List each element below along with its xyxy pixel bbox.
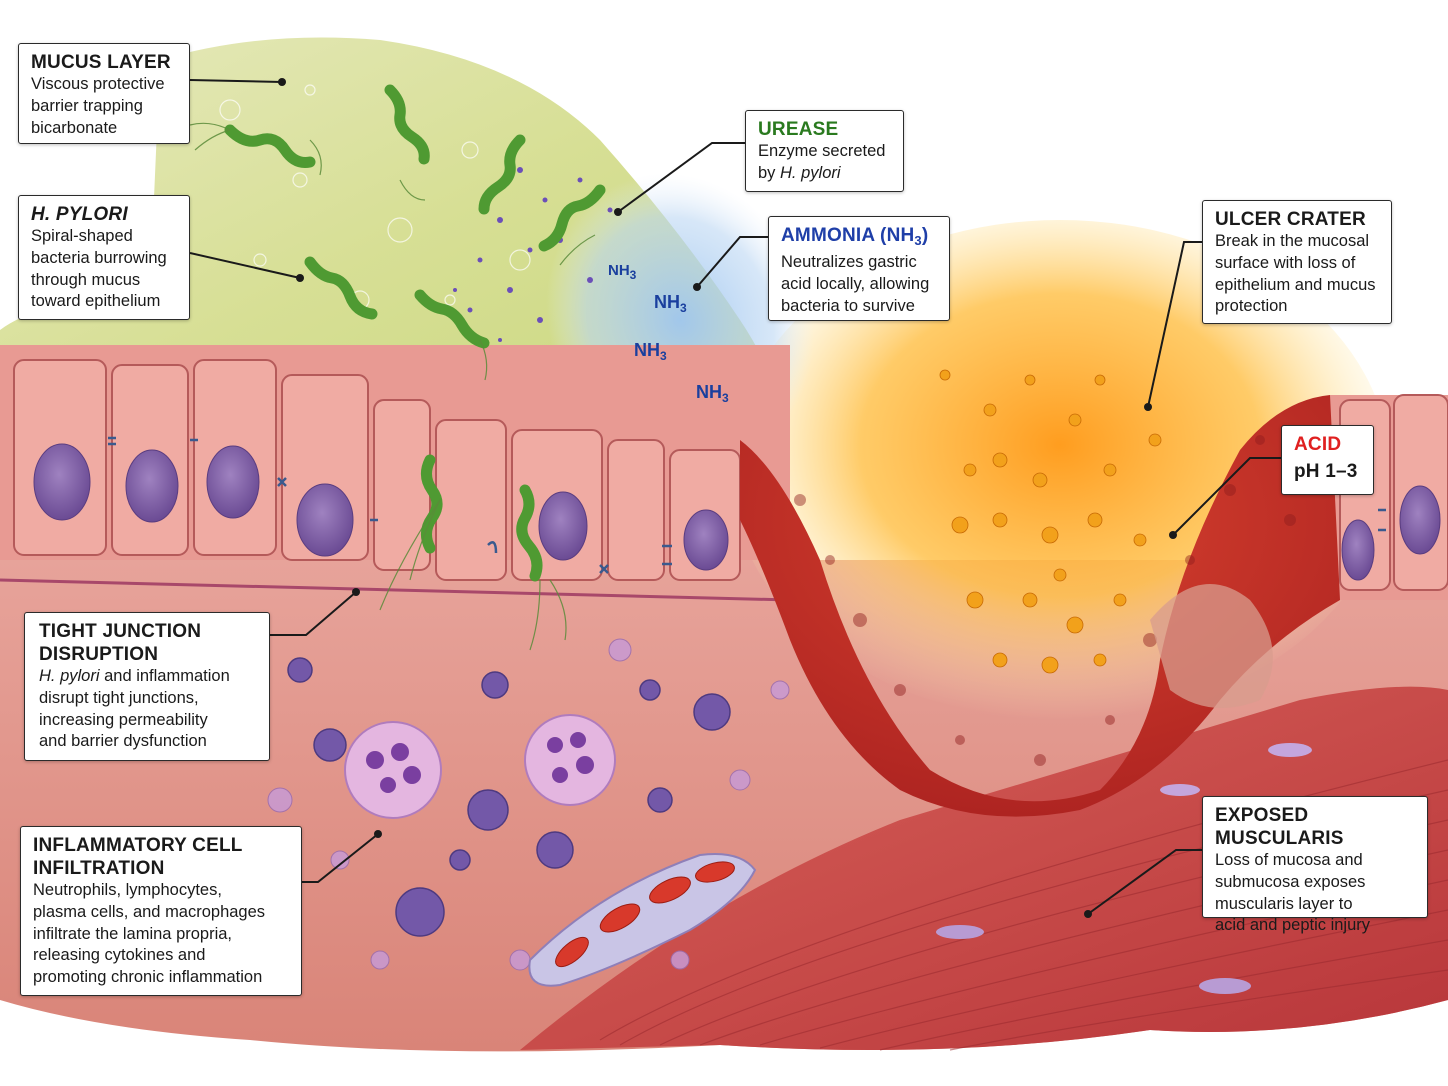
tight-junction-markers [108, 436, 1386, 574]
callout-text: and barrier dysfunction [39, 732, 207, 751]
callout-title: UREASE [758, 119, 839, 140]
callout-text: through mucus [31, 270, 141, 289]
muscle-nucleus [936, 925, 984, 939]
callout-title: EXPOSED MUSCULARIS [1215, 805, 1344, 849]
leader-inflammatory [302, 833, 379, 883]
basement-membrane [0, 578, 791, 602]
leader-ulcer [1147, 241, 1202, 408]
callout-text: releasing cytokines and [33, 946, 206, 965]
callout-text: promoting chronic inflammation [33, 968, 263, 987]
callout-inflammatory-infiltration: INFLAMMATORY CELL INFILTRATION Neutrophi… [20, 826, 302, 996]
leader-muscularis [1087, 849, 1202, 915]
callout-title: ULCER CRATER [1215, 209, 1366, 230]
blood-vessel-icon [528, 853, 757, 987]
callout-text: by H. pylori [758, 163, 841, 182]
callout-exposed-muscularis: EXPOSED MUSCULARIS Loss of mucosa and su… [1202, 796, 1428, 934]
muscle-nucleus [1160, 784, 1200, 796]
muscularis-layer [520, 686, 1448, 1050]
callout-text: Loss of mucosa and [1215, 851, 1363, 869]
h-pylori-bacterium-icon [224, 84, 606, 582]
callout-text: epithelium and mucus [1215, 275, 1376, 294]
callout-text: Spiral-shaped [31, 227, 133, 245]
callout-mucus-layer: MUCUS LAYER Viscous protective barrier t… [18, 43, 190, 144]
callout-text: Neutralizes gastric [781, 253, 917, 271]
epithelium [0, 345, 1448, 602]
bacterial-flagella [189, 122, 596, 651]
nucleus-icon [33, 443, 1441, 581]
leader-acid [1172, 457, 1281, 536]
callout-text: Neutrophils, lymphocytes, [33, 881, 222, 899]
callout-title: AMMONIA (NH3) [781, 225, 929, 248]
nh3-label: NH3 [634, 340, 667, 363]
callout-text: bacteria burrowing [31, 248, 167, 267]
callout-tight-junction: TIGHT JUNCTION DISRUPTION H. pylori and … [24, 612, 270, 761]
callout-title: MUCUS LAYER [31, 52, 171, 73]
callout-text: muscularis layer to [1215, 894, 1353, 913]
ulcer-crater [740, 395, 1340, 817]
nh3-label: NH3 [654, 292, 687, 315]
callout-ulcer-crater: ULCER CRATER Break in the mucosal surfac… [1202, 200, 1392, 324]
callout-text: barrier trapping [31, 96, 143, 115]
leader-dots [278, 78, 1177, 918]
callout-text: acid and peptic injury [1215, 916, 1371, 935]
callout-title: INFILTRATION [33, 858, 165, 879]
leader-lines [189, 79, 1281, 915]
callout-text: H. pylori and inflammation [39, 667, 230, 685]
callout-text: Break in the mucosal [1215, 232, 1370, 250]
necrotic-wall [1150, 584, 1273, 708]
callout-acid: ACID pH 1–3 [1281, 425, 1374, 495]
callout-text: submucosa exposes [1215, 872, 1366, 891]
callout-text: bacteria to survive [781, 296, 915, 315]
leader-hpylori [189, 252, 301, 279]
callout-text: bicarbonate [31, 118, 118, 137]
acid-droplet-icon [939, 369, 1162, 674]
muscle-fibers [599, 759, 1448, 1051]
callout-text: plasma cells, and macrophages [33, 902, 266, 921]
callout-text: surface with loss of [1215, 253, 1356, 272]
callout-text: protection [1215, 297, 1288, 316]
callout-text: toward epithelium [31, 292, 161, 311]
leader-tight [270, 591, 357, 636]
callout-title: H. PYLORI [31, 204, 128, 225]
callout-text: Viscous protective [31, 75, 165, 93]
callout-text: Enzyme secreted [758, 142, 886, 160]
muscle-nucleus [1268, 743, 1312, 757]
callout-title: DISRUPTION [39, 644, 159, 665]
nh3-label: NH3 [696, 382, 729, 405]
acid-ph-value: pH 1–3 [1294, 461, 1358, 482]
callout-h-pylori: H. PYLORI Spiral-shaped bacteria burrowi… [18, 195, 190, 320]
callout-title: ACID [1294, 434, 1342, 455]
nh3-label: NH3 [608, 262, 637, 282]
callout-urease: UREASE Enzyme secreted by H. pylori [745, 110, 904, 192]
callout-title: TIGHT JUNCTION [39, 621, 202, 642]
neutrophil-icon [344, 714, 616, 819]
leader-ammonia [696, 236, 768, 288]
callout-text: disrupt tight junctions, [39, 688, 199, 707]
leader-urease [617, 142, 745, 213]
callout-title: INFLAMMATORY CELL [33, 835, 243, 856]
leader-mucus [189, 79, 283, 83]
callout-ammonia: AMMONIA (NH3) Neutralizes gastric acid l… [768, 216, 950, 321]
callout-text: acid locally, allowing [781, 274, 930, 293]
callout-text: infiltrate the lamina propria, [33, 924, 233, 943]
muscle-nucleus [1199, 978, 1251, 994]
callout-text: increasing permeability [39, 710, 208, 729]
ulcer-texture [794, 435, 1296, 766]
